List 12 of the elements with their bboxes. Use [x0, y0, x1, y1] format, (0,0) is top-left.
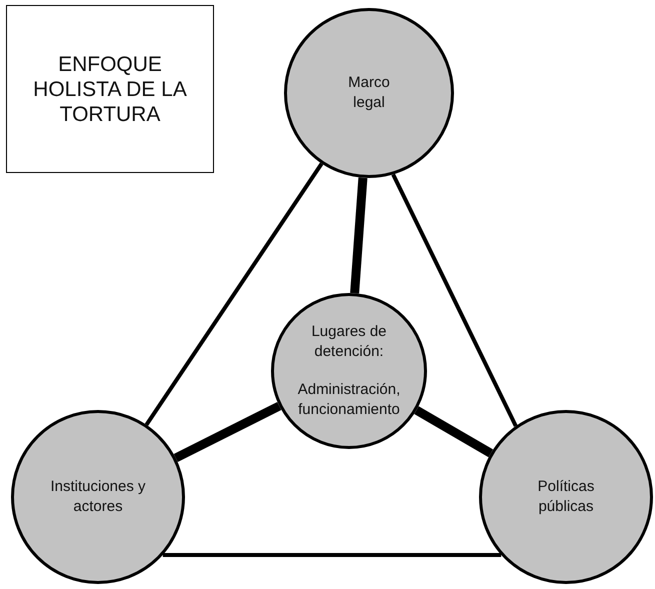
connector-line: [350, 177, 368, 294]
circle-text: Administración, funcionamiento: [296, 380, 402, 420]
connector-line: [391, 174, 518, 427]
circle-text: Lugares de detención:: [310, 322, 388, 362]
circle-text: Instituciones y actores: [49, 477, 147, 517]
circle-text: Políticas públicas: [536, 477, 596, 517]
circle-text: Marco legal: [347, 73, 391, 113]
title-box: ENFOQUE HOLISTA DE LA TORTURA: [6, 5, 214, 173]
connector-line: [144, 162, 324, 426]
connector-line: [174, 402, 282, 462]
connector-line: [162, 553, 502, 557]
connector-line: [414, 406, 494, 458]
